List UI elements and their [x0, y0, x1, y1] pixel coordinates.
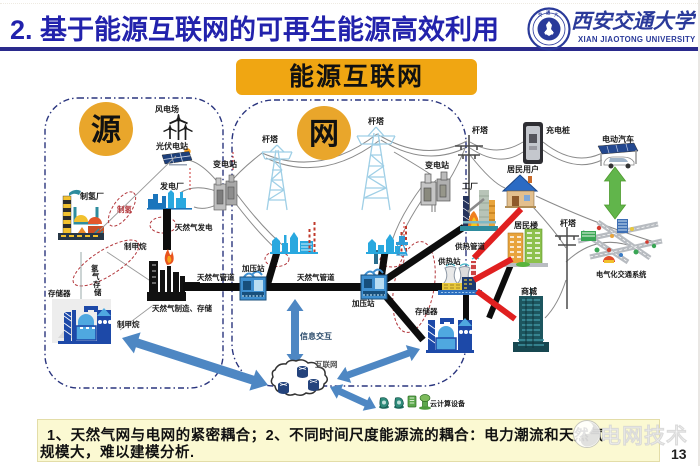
svg-text:光伏电站: 光伏电站 — [155, 141, 188, 151]
svg-text:发电厂: 发电厂 — [159, 181, 184, 191]
svg-text:信息交互: 信息交互 — [300, 331, 332, 341]
svg-text:云计算设备: 云计算设备 — [430, 399, 466, 408]
svg-text:天然气管道: 天然气管道 — [197, 272, 235, 282]
svg-text:交: 交 — [538, 11, 543, 18]
svg-text:电动汽车: 电动汽车 — [602, 134, 634, 144]
svg-text:存储器: 存储器 — [414, 306, 438, 316]
svg-text:居民用户: 居民用户 — [507, 164, 539, 174]
svg-text:变电站: 变电站 — [425, 160, 449, 170]
svg-text:源: 源 — [91, 114, 121, 147]
svg-text:XIAN JIAOTONG UNIVERSITY: XIAN JIAOTONG UNIVERSITY — [578, 35, 696, 44]
svg-text:西安交通大学: 西安交通大学 — [571, 10, 696, 33]
svg-text:杆塔: 杆塔 — [560, 218, 577, 228]
svg-text:天然气管道: 天然气管道 — [297, 272, 335, 282]
svg-text:天然气发电: 天然气发电 — [175, 222, 213, 232]
svg-text:通: 通 — [546, 9, 551, 16]
svg-text:加压站: 加压站 — [351, 298, 375, 308]
svg-text:杆塔: 杆塔 — [262, 134, 279, 144]
svg-text:制氢厂: 制氢厂 — [80, 191, 104, 201]
svg-text:网: 网 — [309, 118, 339, 151]
svg-text:供热站: 供热站 — [437, 256, 461, 266]
svg-text:风电场: 风电场 — [155, 104, 179, 114]
svg-text:居民楼: 居民楼 — [514, 220, 538, 230]
svg-text:氢气存储: 氢气存储 — [91, 263, 102, 297]
svg-text:变电站: 变电站 — [213, 159, 237, 169]
svg-text:天然气制造、存储: 天然气制造、存储 — [152, 303, 212, 313]
svg-text:加压站: 加压站 — [241, 263, 265, 273]
svg-text:商城: 商城 — [521, 286, 537, 296]
svg-text:工厂: 工厂 — [462, 182, 478, 191]
svg-text:存储器: 存储器 — [47, 288, 71, 298]
svg-text:制氢: 制氢 — [117, 204, 132, 214]
svg-text:充电桩: 充电桩 — [546, 125, 570, 135]
svg-text:杆塔: 杆塔 — [472, 125, 489, 135]
svg-text:互联网: 互联网 — [315, 359, 338, 369]
svg-text:电气化交通系统: 电气化交通系统 — [596, 270, 647, 279]
svg-text:制甲烷: 制甲烷 — [124, 241, 147, 251]
svg-text:电网技术: 电网技术 — [600, 425, 688, 448]
svg-text:制甲烷: 制甲烷 — [117, 319, 140, 329]
svg-text:杆塔: 杆塔 — [368, 116, 385, 126]
svg-text:供热管道: 供热管道 — [454, 241, 485, 251]
svg-text:大: 大 — [554, 11, 559, 18]
